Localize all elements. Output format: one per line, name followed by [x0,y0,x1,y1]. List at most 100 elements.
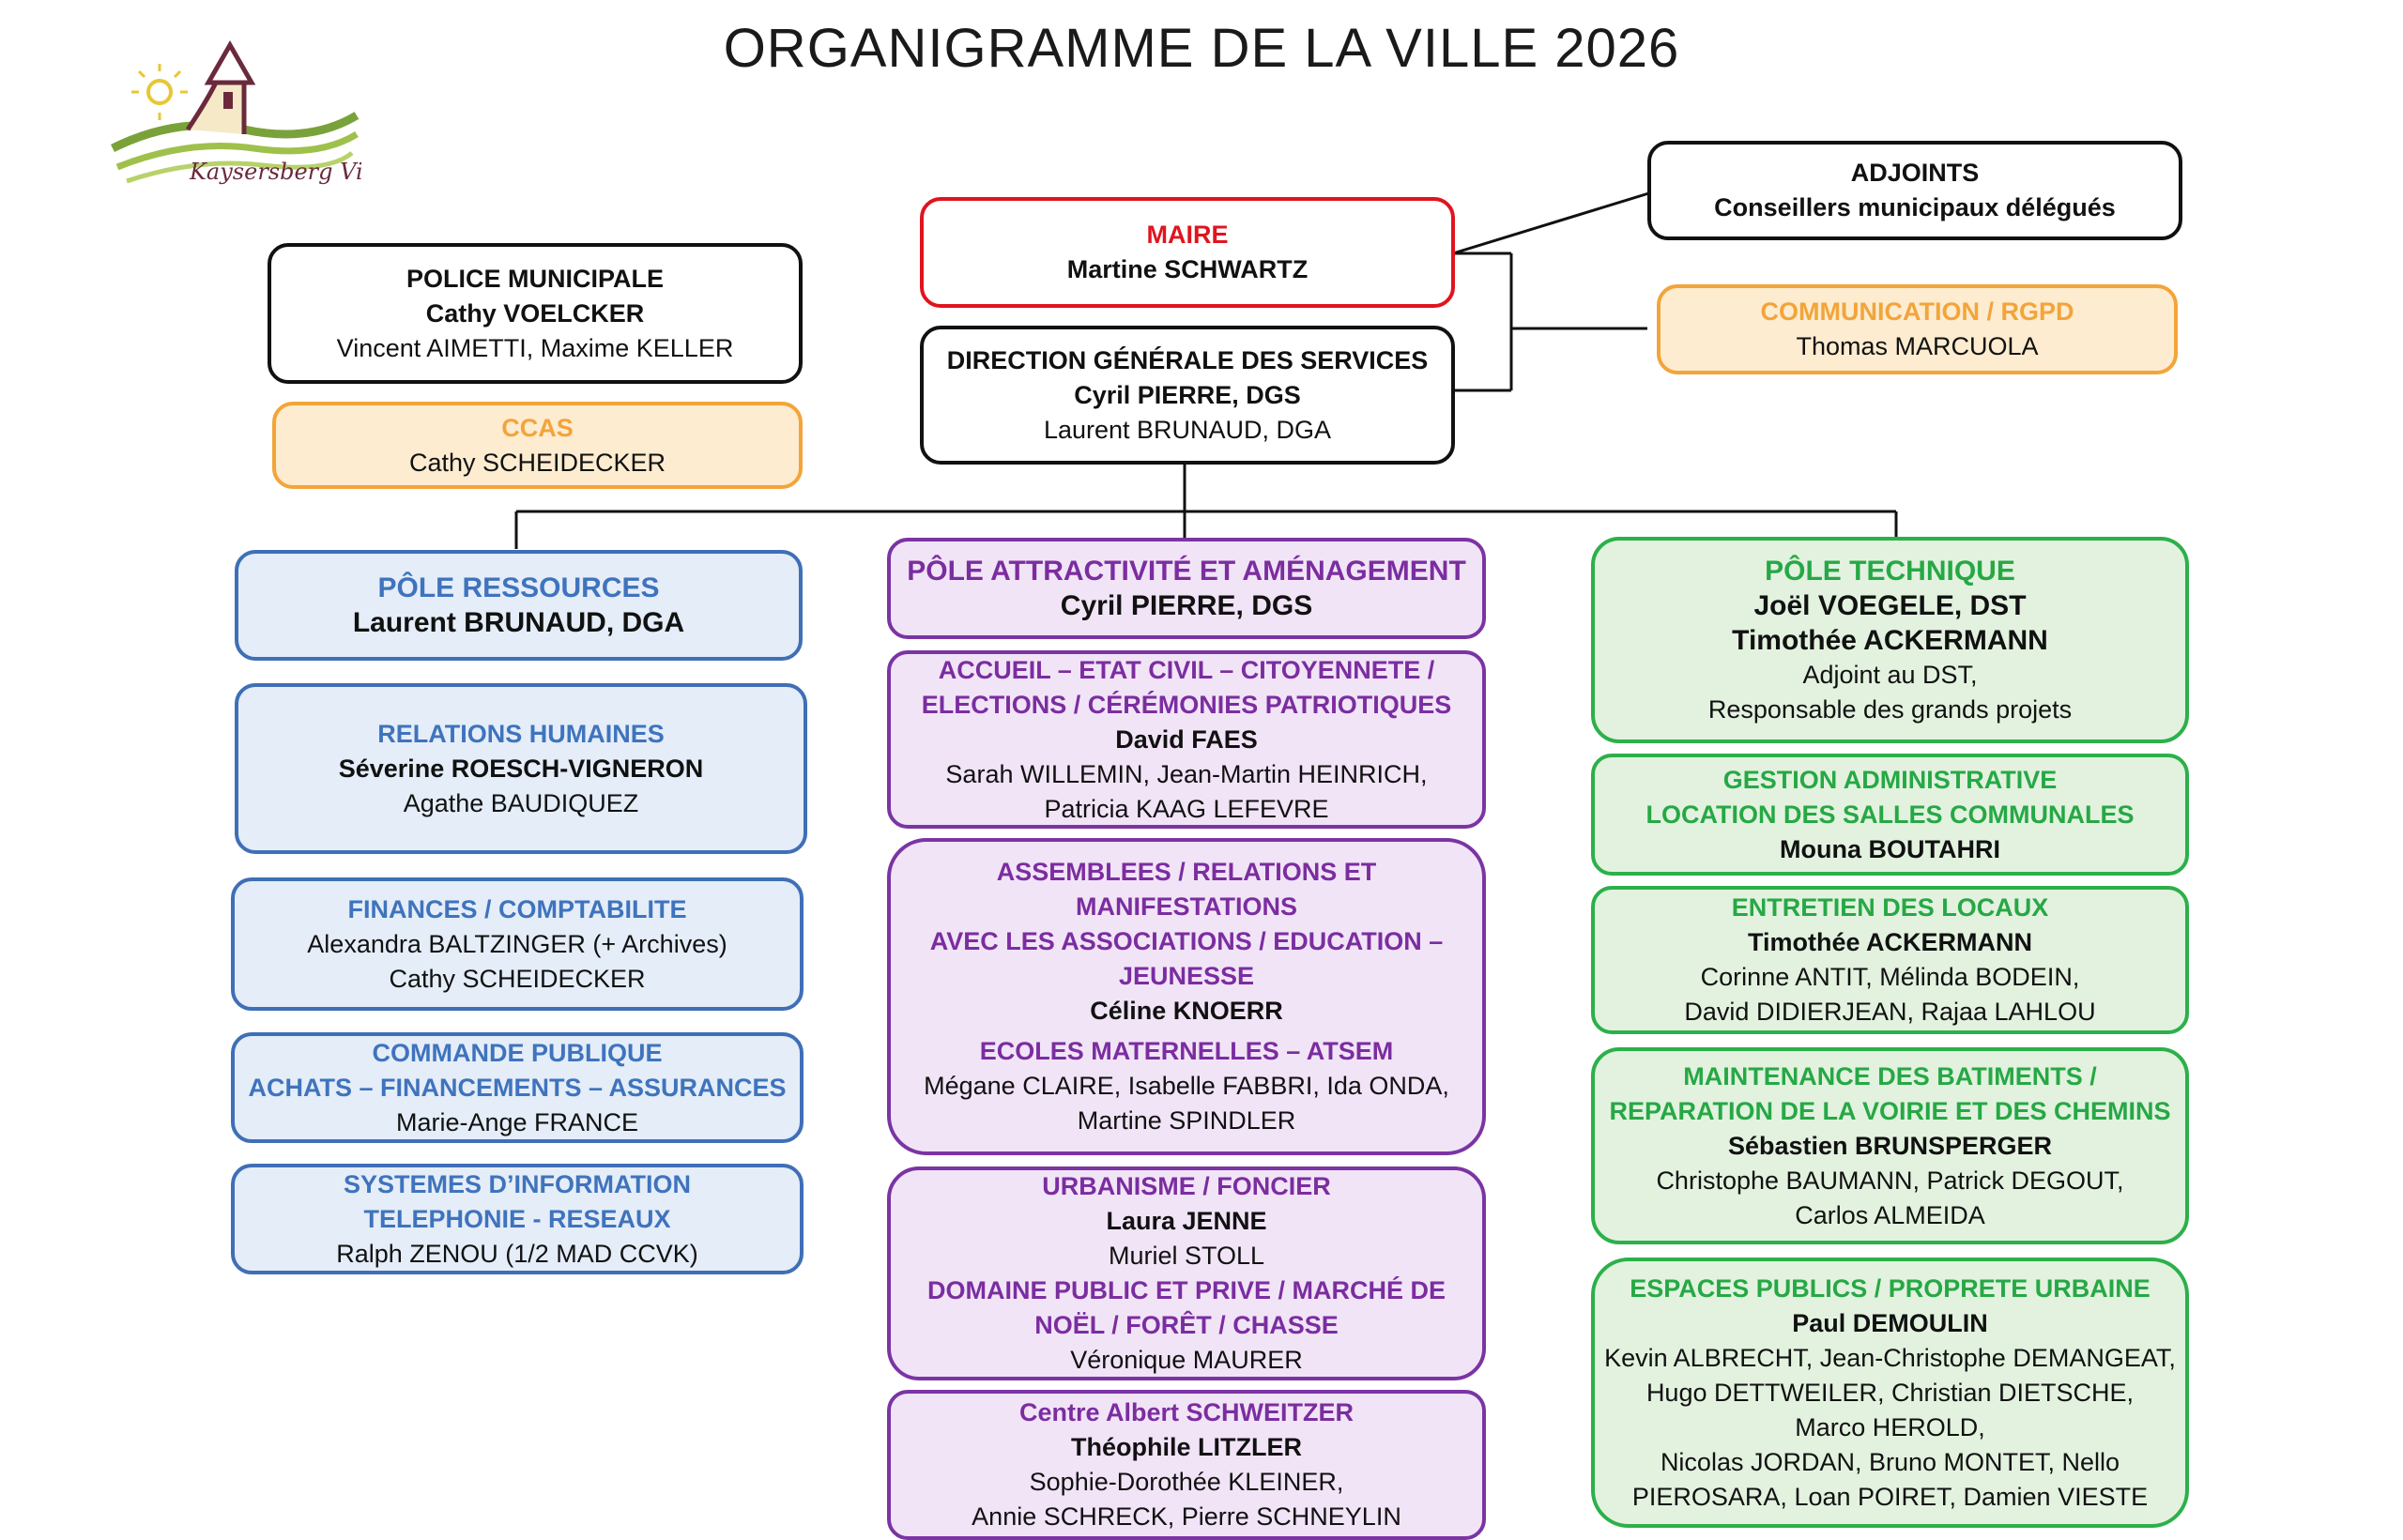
adjoints-box: ADJOINTS Conseillers municipaux délégués [1647,141,2182,240]
communication-name: Thomas MARCUOLA [1796,332,2039,360]
espaces-members3: Marco HEROLD, [1795,1412,1985,1441]
assemblees-title1: ASSEMBLEES / RELATIONS ET [996,858,1377,886]
finances-member1: Alexandra BALTZINGER (+ Archives) [307,929,727,958]
pole-ressources-chief: Laurent BRUNAUD, DGA [352,607,685,638]
domaine-member: Véronique MAURER [1070,1346,1303,1374]
pole-technique-title: PÔLE TECHNIQUE [1765,555,2015,587]
commande-title2: ACHATS – FINANCEMENTS – ASSURANCES [248,1073,787,1102]
pole-technique-deputy-role1: Adjoint au DST, [1802,660,1978,689]
maintenance-box: MAINTENANCE DES BATIMENTS / REPARATION D… [1591,1047,2189,1244]
accueil-title1: ACCUEIL – ETAT CIVIL – CITOYENNETE / [938,655,1435,684]
commande-title1: COMMANDE PUBLIQUE [372,1038,663,1067]
entretien-chief: Timothée ACKERMANN [1747,928,2032,956]
espaces-title: ESPACES PUBLICS / PROPRETE URBAINE [1630,1273,2150,1303]
assemblees-title3: AVEC LES ASSOCIATIONS / EDUCATION – [929,927,1444,955]
urbanisme-chief: Laura JENNE [1106,1207,1267,1235]
urbanisme-member: Muriel STOLL [1108,1242,1265,1270]
maintenance-title2: REPARATION DE LA VOIRIE ET DES CHEMINS [1609,1096,2171,1125]
pole-attractivite-title: PÔLE ATTRACTIVITÉ ET AMÉNAGEMENT [907,556,1466,587]
maintenance-chief: Sébastien BRUNSPERGER [1727,1131,2053,1160]
rh-title: RELATIONS HUMAINES [377,719,665,748]
pole-technique-deputy: Timothée ACKERMANN [1732,624,2048,656]
maintenance-members1: Christophe BAUMANN, Patrick DEGOUT, [1656,1166,2124,1195]
urbanisme-title: URBANISME / FONCIER [1042,1172,1331,1200]
accueil-chief: David FAES [1115,724,1258,754]
si-member: Ralph ZENOU (1/2 MAD CCVK) [336,1239,698,1268]
maire-box: MAIRE Martine SCHWARTZ [920,197,1455,308]
police-members: Vincent AIMETTI, Maxime KELLER [336,333,734,362]
domaine-title2: NOËL / FORÊT / CHASSE [1034,1311,1339,1339]
schweitzer-chief: Théophile LITZLER [1071,1433,1302,1461]
maire-name: Martine SCHWARTZ [1066,255,1309,283]
adjoints-line2: Conseillers municipaux délégués [1714,193,2116,221]
assemblees-members1: Mégane CLAIRE, Isabelle FABBRI, Ida ONDA… [924,1072,1449,1100]
town-logo: Kaysersberg Vignoble [110,39,361,185]
page-title: ORGANIGRAMME DE LA VILLE 2026 [723,18,1680,79]
entretien-members1: Corinne ANTIT, Mélinda BODEIN, [1700,963,2080,991]
schweitzer-members2: Annie SCHRECK, Pierre SCHNEYLIN [972,1502,1401,1531]
si-title1: SYSTEMES D’INFORMATION [343,1169,691,1198]
schweitzer-box: Centre Albert SCHWEITZER Théophile LITZL… [887,1390,1486,1540]
adjoints-line1: ADJOINTS [1850,159,1980,187]
espaces-members1: Kevin ALBRECHT, Jean-Christophe DEMANGEA… [1604,1343,2176,1372]
entretien-box: ENTRETIEN DES LOCAUX Timothée ACKERMANN … [1591,886,2189,1034]
entretien-members2: David DIDIERJEAN, Rajaa LAHLOU [1684,998,2096,1026]
pole-technique-deputy-role2: Responsable des grands projets [1707,694,2073,724]
finances-member2: Cathy SCHEIDECKER [389,964,646,993]
assemblees-subtitle: ECOLES MATERNELLES – ATSEM [979,1037,1394,1065]
communication-box: COMMUNICATION / RGPD Thomas MARCUOLA [1657,284,2178,374]
police-box: POLICE MUNICIPALE Cathy VOELCKER Vincent… [268,243,803,384]
pole-ressources-title: PÔLE RESSOURCES [377,572,660,603]
ccas-box: CCAS Cathy SCHEIDECKER [272,402,803,489]
schweitzer-title: Centre Albert SCHWEITZER [1018,1398,1355,1426]
schweitzer-members1: Sophie-Dorothée KLEINER, [1029,1468,1344,1496]
commande-box: COMMANDE PUBLIQUE ACHATS – FINANCEMENTS … [231,1032,804,1143]
assemblees-title4: JEUNESSE [1118,962,1255,990]
assemblees-chief: Céline KNOERR [1090,997,1283,1025]
rh-box: RELATIONS HUMAINES Séverine ROESCH-VIGNE… [235,683,807,854]
urbanisme-box: URBANISME / FONCIER Laura JENNE Muriel S… [887,1166,1486,1380]
finances-title: FINANCES / COMPTABILITE [347,894,687,923]
dgs-box: DIRECTION GÉNÉRALE DES SERVICES Cyril PI… [920,326,1455,465]
maintenance-members2: Carlos ALMEIDA [1795,1200,1985,1229]
ccas-heading: CCAS [501,413,574,442]
gestion-chief: Mouna BOUTAHRI [1780,834,2000,863]
dgs-heading: DIRECTION GÉNÉRALE DES SERVICES [946,345,1429,374]
finances-box: FINANCES / COMPTABILITE Alexandra BALTZI… [231,877,804,1011]
pole-attractivite-chief: Cyril PIERRE, DGS [1060,590,1313,621]
maintenance-title1: MAINTENANCE DES BATIMENTS / [1683,1061,2097,1090]
pole-technique-chief: Joël VOEGELE, DST [1753,589,2027,621]
police-chief: Cathy VOELCKER [425,298,645,328]
rh-chief: Séverine ROESCH-VIGNERON [338,754,704,783]
logo-text: Kaysersberg Vignoble [189,159,361,185]
dgs-deputy: Laurent BRUNAUD, DGA [1043,415,1332,444]
espaces-box: ESPACES PUBLICS / PROPRETE URBAINE Paul … [1591,1258,2189,1528]
accueil-members1: Sarah WILLEMIN, Jean-Martin HEINRICH, [945,759,1428,788]
accueil-box: ACCUEIL – ETAT CIVIL – CITOYENNETE / ELE… [887,650,1486,829]
pole-ressources-header: PÔLE RESSOURCES Laurent BRUNAUD, DGA [235,550,803,661]
espaces-members5: PIEROSARA, Loan POIRET, Damien VIESTE [1631,1482,2149,1511]
communication-heading: COMMUNICATION / RGPD [1760,297,2074,326]
domaine-title1: DOMAINE PUBLIC ET PRIVE / MARCHÉ DE [926,1276,1446,1304]
maire-heading: MAIRE [1146,221,1229,249]
assemblees-box: ASSEMBLEES / RELATIONS ET MANIFESTATIONS… [887,838,1486,1155]
si-title2: TELEPHONIE - RESEAUX [363,1204,671,1233]
assemblees-title2: MANIFESTATIONS [1076,892,1297,921]
espaces-members4: Nicolas JORDAN, Bruno MONTET, Nello [1660,1447,2120,1476]
rh-members: Agathe BAUDIQUEZ [403,788,639,817]
pole-attractivite-header: PÔLE ATTRACTIVITÉ ET AMÉNAGEMENT Cyril P… [887,538,1486,639]
ccas-name: Cathy SCHEIDECKER [408,448,666,477]
gestion-title2: LOCATION DES SALLES COMMUNALES [1645,800,2135,829]
espaces-members2: Hugo DETTWEILER, Christian DIETSCHE, [1645,1378,2135,1407]
assemblees-members2: Martine SPINDLER [1077,1106,1296,1135]
pole-technique-header: PÔLE TECHNIQUE Joël VOEGELE, DST Timothé… [1591,537,2189,743]
entretien-title: ENTRETIEN DES LOCAUX [1731,893,2049,922]
si-box: SYSTEMES D’INFORMATION TELEPHONIE - RESE… [231,1164,804,1274]
accueil-members2: Patricia KAAG LEFEVRE [1044,794,1329,823]
espaces-chief: Paul DEMOULIN [1792,1308,1988,1337]
gestion-title1: GESTION ADMINISTRATIVE [1722,765,2058,794]
police-heading: POLICE MUNICIPALE [406,264,664,293]
commande-member: Marie-Ange FRANCE [395,1107,639,1136]
accueil-title2: ELECTIONS / CÉRÉMONIES PATRIOTIQUES [921,690,1452,719]
gestion-box: GESTION ADMINISTRATIVE LOCATION DES SALL… [1591,754,2189,876]
